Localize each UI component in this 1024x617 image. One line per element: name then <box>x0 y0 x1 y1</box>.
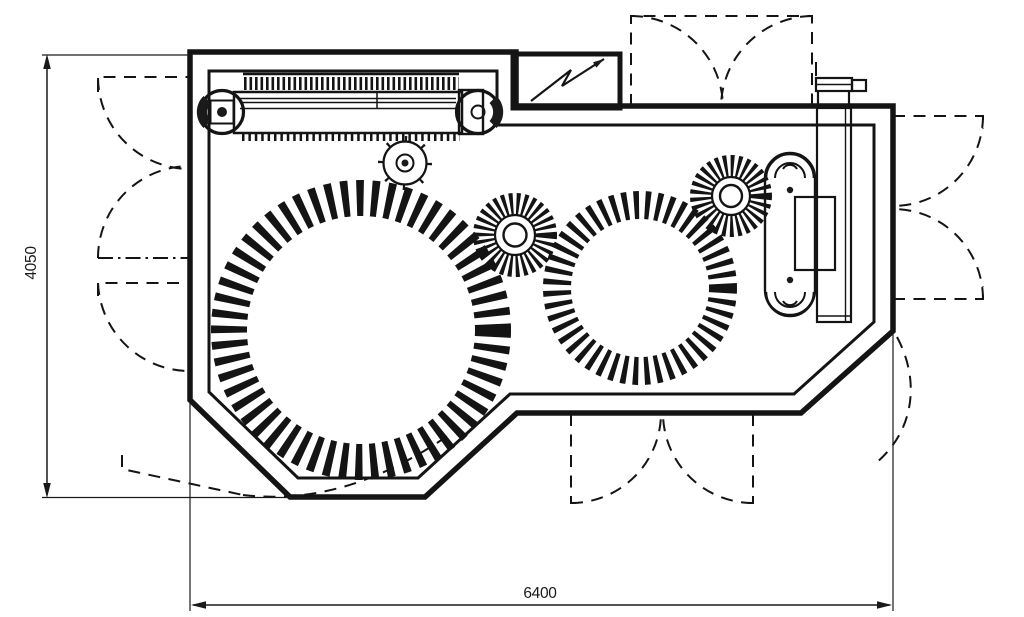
drive-hub-gear <box>378 136 432 190</box>
bottom-left-door-open-line <box>121 455 244 496</box>
starwheel-left-teeth <box>473 193 557 277</box>
starwheel-right-disc <box>710 175 752 217</box>
starwheel-left <box>473 193 557 277</box>
discharge-column-lines <box>817 108 851 322</box>
conveyor-rails <box>240 93 456 110</box>
lightning-arrowhead <box>593 59 604 68</box>
height-arrow-down <box>43 483 51 498</box>
machine-components <box>196 72 853 480</box>
starwheel-right <box>690 155 772 237</box>
electrical-box <box>510 51 623 111</box>
bottom-left-door-arc <box>242 427 460 498</box>
top-bracket-fitting <box>814 62 868 106</box>
dimension-width: 6400 <box>189 333 894 611</box>
lift-top-cap-inner <box>774 162 806 179</box>
left-cap-hub <box>209 99 235 125</box>
starwheel-right-hub <box>718 183 744 209</box>
width-dim-label: 6400 <box>523 585 557 602</box>
lift-bottom-cap-inner <box>774 291 806 308</box>
bottom-left-panel-arc <box>570 412 662 504</box>
left-cap-pin <box>217 107 227 117</box>
lightning-arrow-icon <box>530 58 605 102</box>
discharge-pusher-block <box>793 195 837 272</box>
discharge-unit <box>763 106 853 324</box>
right-cap-hub <box>470 104 486 120</box>
door-swing-annotations <box>97 15 984 504</box>
top-doors-open-line <box>630 15 813 106</box>
bottom-right-chamfer-door-arc <box>875 336 912 464</box>
enclosure-outer-wall <box>187 49 896 500</box>
hub-teeth <box>378 136 432 190</box>
lift-top-pin <box>786 186 794 194</box>
dimension-height: 4050 <box>23 54 424 499</box>
width-arrow-right <box>877 601 892 609</box>
discharge-column <box>815 106 853 324</box>
right-low-door-arc <box>892 208 984 300</box>
medium-carousel-ring <box>543 191 737 385</box>
starwheel-right-teeth <box>690 155 772 237</box>
lift-bottom-pin <box>786 276 794 284</box>
infeed-conveyor <box>196 72 504 141</box>
hub-center <box>395 153 415 173</box>
bottom-right-panel-arc <box>662 412 754 504</box>
left-cap-wedge <box>196 96 211 128</box>
hub-pin <box>401 159 409 167</box>
top-right-door-arc <box>720 15 813 107</box>
large-carousel-ring <box>211 180 511 480</box>
top-left-door-arc <box>630 15 724 107</box>
height-dim-label: 4050 <box>23 246 40 280</box>
hub-rim <box>382 140 428 186</box>
lift-bottom-cap-outer <box>764 291 816 318</box>
right-cap-wedge <box>489 96 504 128</box>
lift-top-cap-outer <box>764 152 816 179</box>
starwheel-left-hub <box>502 222 528 248</box>
left-mid-door-arc <box>97 165 191 259</box>
left-low-door-arc <box>97 282 187 372</box>
starwheel-left-disc <box>493 213 537 257</box>
right-top-door-arc <box>892 115 984 207</box>
bracket-legs <box>816 91 851 106</box>
bracket-side-tab <box>850 78 868 93</box>
width-arrow-left <box>191 601 206 609</box>
height-arrow-up <box>43 54 51 69</box>
